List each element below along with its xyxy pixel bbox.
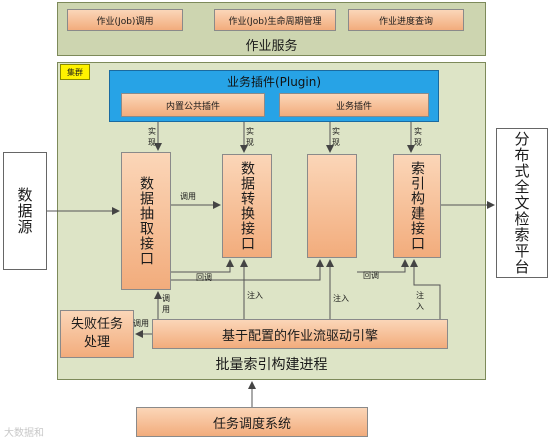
data-transform-interface[interactable]: 数据转换接口	[222, 154, 272, 258]
call-label-extract: 调用	[162, 294, 170, 314]
business-plugin-box[interactable]: 业务插件	[279, 93, 429, 117]
call-label-failed: 调用	[133, 319, 149, 328]
data-extract-interface[interactable]: 数据抽取接口	[121, 152, 171, 290]
implement-label-extract: 实现	[148, 127, 156, 147]
callback-label-left: 回调	[196, 273, 212, 282]
call-label-transform: 调用	[180, 192, 196, 201]
task-scheduler-box[interactable]: 任务调度系统	[136, 407, 368, 437]
failed-task-box[interactable]: 失败任务处理	[60, 310, 134, 358]
cluster-title: 批量索引构建进程	[215, 357, 328, 373]
callback-label-right: 回调	[363, 271, 379, 280]
inject-label-empty: 注入	[333, 294, 349, 303]
inject-label-index: 注入	[416, 291, 424, 311]
implement-label-transform: 实现	[246, 127, 254, 147]
data-source-box[interactable]: 数据源	[3, 152, 47, 270]
index-build-interface[interactable]: 索引构建接口	[393, 154, 441, 258]
implement-label-index: 实现	[414, 127, 422, 147]
job-service-title: 作业服务	[245, 38, 298, 54]
cluster-tag: 集群	[60, 64, 90, 80]
job-invoke-box[interactable]: 作业(Job)调用	[67, 9, 183, 31]
implement-label-empty: 实现	[332, 127, 340, 147]
job-lifecycle-box[interactable]: 作业(Job)生命周期管理	[214, 9, 336, 31]
job-progress-box[interactable]: 作业进度查询	[348, 9, 464, 31]
search-platform-box[interactable]: 分布式全文检索平台	[496, 128, 548, 278]
builtin-plugin-box[interactable]: 内置公共插件	[121, 93, 265, 117]
workflow-engine-box[interactable]: 基于配置的作业流驱动引擎	[152, 319, 448, 349]
inject-label-transform: 注入	[247, 291, 263, 300]
plugin-title: 业务插件(Plugin)	[226, 74, 322, 89]
empty-interface[interactable]	[307, 154, 357, 258]
watermark: 大数据和	[4, 428, 44, 439]
